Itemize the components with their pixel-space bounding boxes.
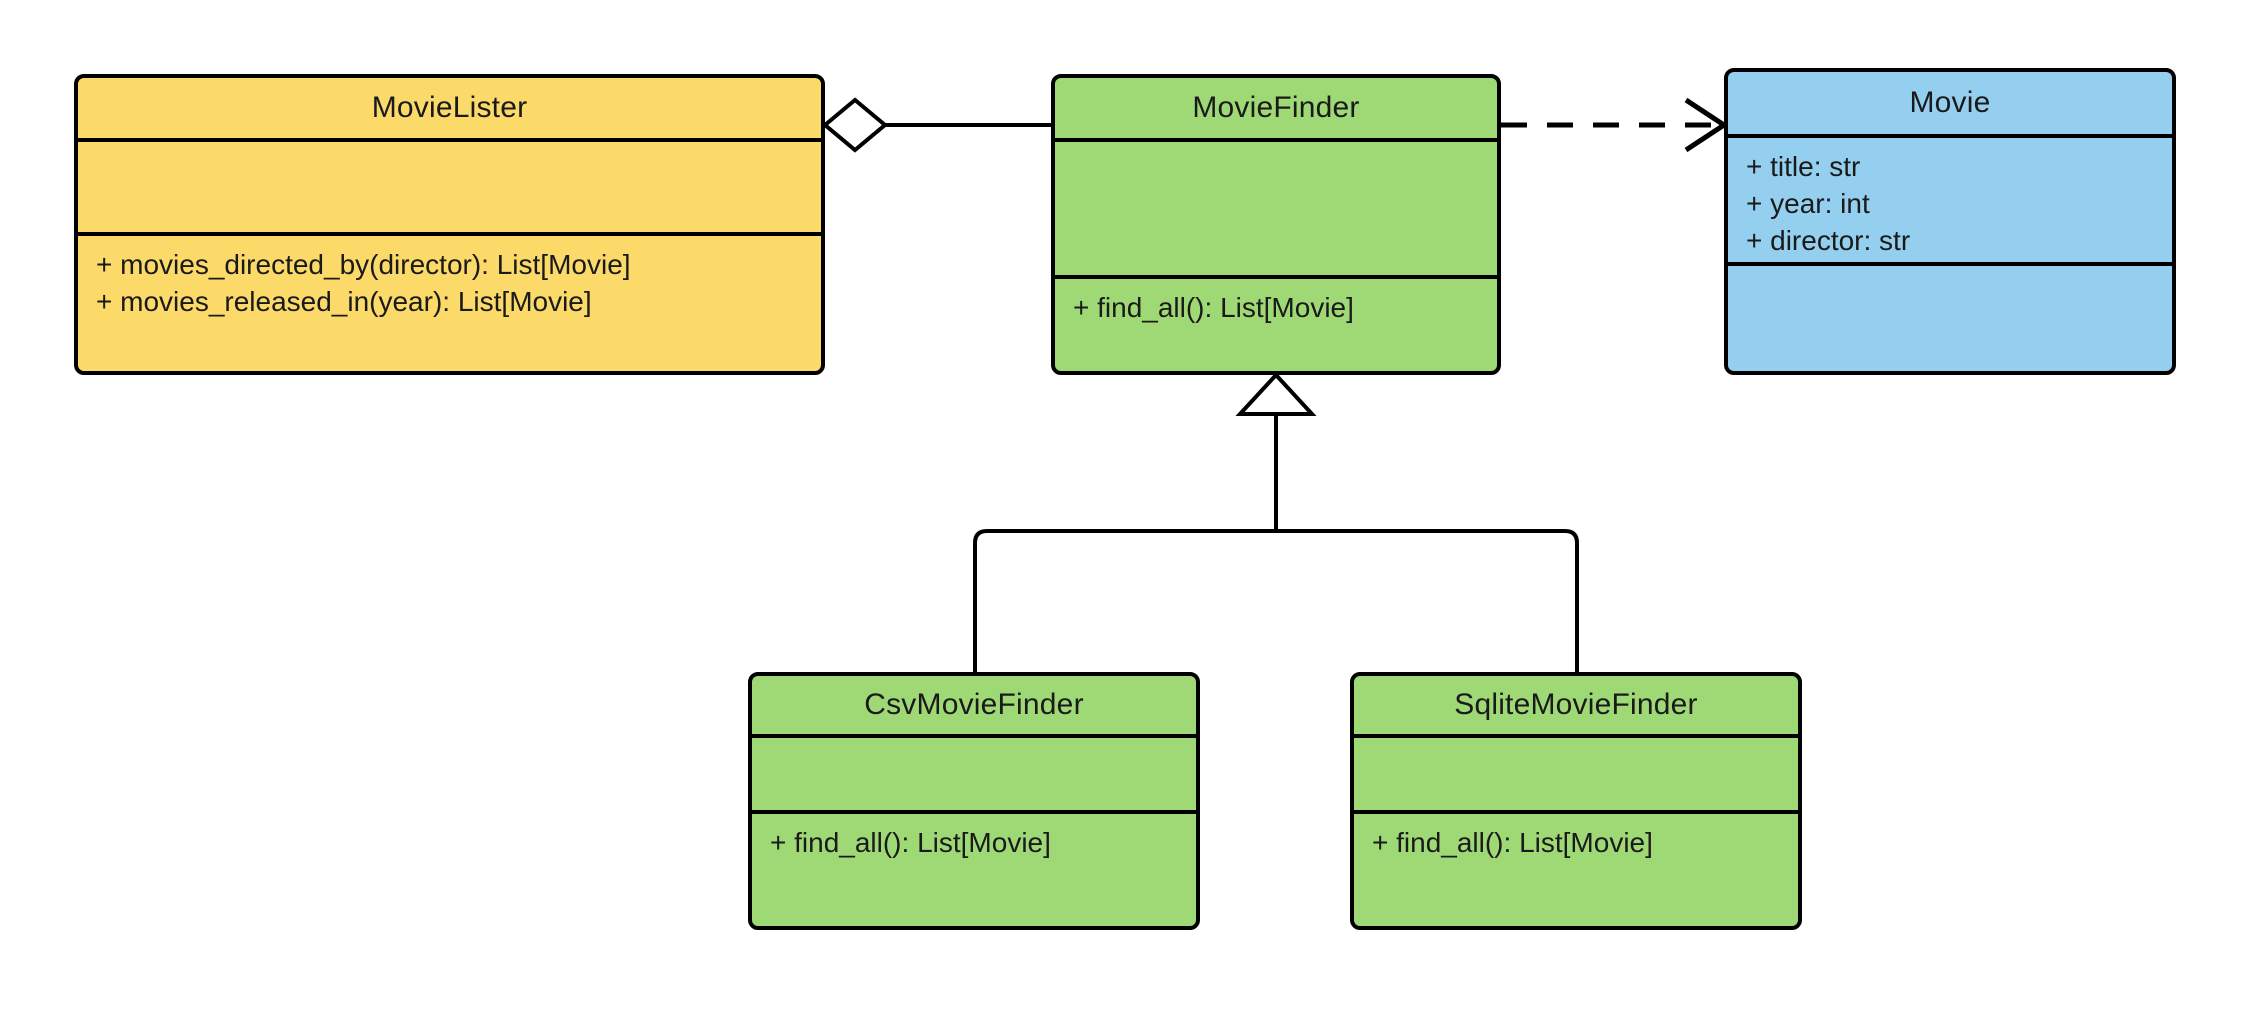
class-box-csvmoviefinder[interactable]: CsvMovieFinder + find_all(): List[Movie]	[748, 672, 1200, 930]
class-box-sqlitemoviefinder[interactable]: SqliteMovieFinder + find_all(): List[Mov…	[1350, 672, 1802, 930]
attributes-compartment-moviefinder	[1055, 142, 1497, 279]
class-name-movie: Movie	[1728, 72, 2172, 138]
attributes-compartment-movielister	[78, 142, 821, 236]
operation-item: + movies_directed_by(director): List[Mov…	[96, 249, 631, 280]
class-name-csvmoviefinder: CsvMovieFinder	[752, 676, 1196, 738]
operation-item: + movies_released_in(year): List[Movie]	[96, 286, 592, 318]
generalization-bus	[973, 529, 1579, 672]
attribute-item: + year: int	[1746, 188, 1870, 220]
operation-item: + find_all(): List[Movie]	[1372, 827, 1653, 858]
operations-compartment-csvmoviefinder: + find_all(): List[Movie]	[752, 814, 1196, 926]
dependency-finder-movie	[1501, 97, 1729, 153]
attributes-compartment-csvmoviefinder	[752, 738, 1196, 814]
operation-item: + find_all(): List[Movie]	[1073, 292, 1354, 323]
class-box-movielister[interactable]: MovieLister + movies_directed_by(directo…	[74, 74, 825, 375]
class-box-moviefinder[interactable]: MovieFinder + find_all(): List[Movie]	[1051, 74, 1501, 375]
operations-compartment-moviefinder: + find_all(): List[Movie]	[1055, 279, 1497, 371]
attributes-compartment-sqlitemoviefinder	[1354, 738, 1798, 814]
attribute-item: + director: str	[1746, 225, 1911, 257]
operations-compartment-movielister: + movies_directed_by(director): List[Mov…	[78, 236, 821, 371]
aggregation-lister-finder	[821, 97, 1051, 153]
class-box-movie[interactable]: Movie + title: str + year: int + directo…	[1724, 68, 2176, 375]
operations-compartment-sqlitemoviefinder: + find_all(): List[Movie]	[1354, 814, 1798, 926]
open-arrow-icon	[1684, 97, 1729, 153]
class-name-sqlitemoviefinder: SqliteMovieFinder	[1354, 676, 1798, 738]
operations-compartment-movie	[1728, 266, 2172, 371]
attribute-item: + title: str	[1746, 151, 1861, 182]
operation-item: + find_all(): List[Movie]	[770, 827, 1051, 858]
class-name-moviefinder: MovieFinder	[1055, 78, 1497, 142]
class-name-movielister: MovieLister	[78, 78, 821, 142]
generalization-to-moviefinder	[973, 372, 1579, 672]
hollow-diamond-icon	[821, 97, 889, 153]
attributes-compartment-movie: + title: str + year: int + director: str	[1728, 138, 2172, 266]
hollow-triangle-icon	[1235, 372, 1317, 416]
